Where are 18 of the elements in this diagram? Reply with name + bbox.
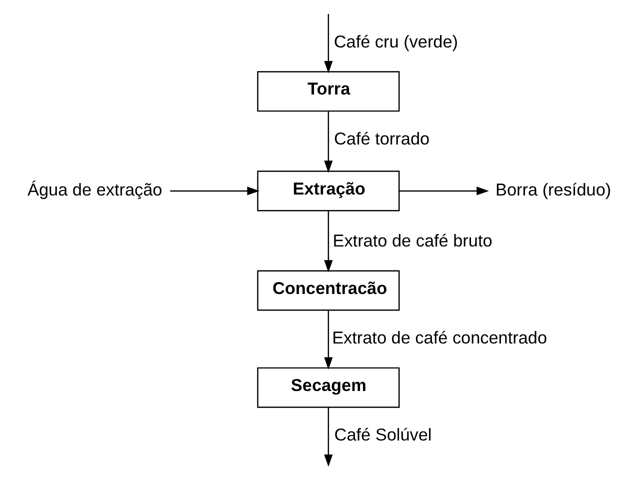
edge-label: Extrato de café concentrado xyxy=(332,328,548,348)
arrow xyxy=(324,407,333,467)
arrow xyxy=(399,186,489,196)
node-box: Concentracão xyxy=(257,270,400,311)
edge-label: Café torrado xyxy=(334,128,430,148)
edge-label: Extrato de café bruto xyxy=(332,230,492,251)
node-box: Torra xyxy=(257,71,400,112)
arrow xyxy=(324,310,333,370)
node-text: Água de extração xyxy=(28,180,162,200)
node-box: Secagem xyxy=(257,367,400,408)
arrow xyxy=(324,14,333,74)
arrow xyxy=(170,186,260,196)
arrow xyxy=(324,111,333,173)
arrow xyxy=(324,210,333,272)
edge-label: Café Solúvel xyxy=(334,424,432,445)
node-text: Borra (resíduo) xyxy=(496,180,612,200)
edge-label: Café cru (verde) xyxy=(334,31,458,52)
node-box: Extração xyxy=(257,170,400,212)
